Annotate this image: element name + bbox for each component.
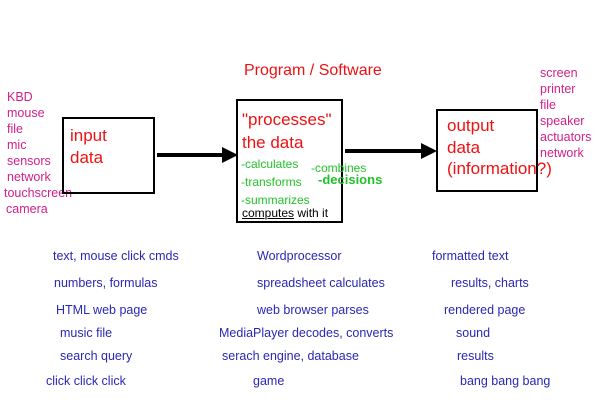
diagram-title: Program / Software [244, 62, 382, 79]
example-output: bang bang bang [460, 374, 551, 388]
input-device-list: KBD mouse file mic sensors network touch… [4, 89, 72, 217]
output-box-line2: data [447, 138, 481, 157]
output-device-item: screen [540, 66, 578, 80]
input-device-item: mouse [7, 106, 45, 120]
input-device-item: touchscreen [4, 186, 73, 200]
example-input: music file [60, 326, 113, 340]
example-process: web browser parses [257, 303, 369, 317]
example-process: spreadsheet calculates [257, 276, 385, 290]
input-device-item: KBD [7, 90, 33, 104]
process-box-line2: the data [242, 133, 304, 152]
example-process: serach engine, database [222, 349, 359, 363]
input-data-box: input data [62, 117, 155, 194]
arrow-input-to-process [157, 147, 238, 163]
example-output: results, charts [451, 276, 529, 290]
process-verb-item: -transforms [241, 175, 302, 189]
arrow-process-to-output [345, 143, 437, 159]
process-verb-item: -summarizes [241, 193, 310, 207]
example-input: numbers, formulas [54, 276, 158, 290]
input-device-item: camera [6, 202, 48, 216]
process-box: "processes" the data -calculates -transf… [236, 99, 343, 223]
example-output: sound [456, 326, 491, 340]
example-output: formatted text [432, 249, 509, 263]
output-device-item: printer [540, 82, 576, 96]
input-device-item: sensors [7, 154, 51, 168]
example-input: click click click [46, 374, 126, 388]
example-process: Wordprocessor [257, 249, 342, 263]
output-box-line3: (information?) [447, 159, 552, 178]
example-input: HTML web page [56, 303, 148, 317]
input-box-line2: data [70, 148, 104, 167]
computes-rest: with it [294, 206, 329, 220]
output-device-item: network [540, 146, 584, 160]
example-output: results [457, 349, 494, 363]
process-verb-list: -calculates -transforms -summarizes [241, 155, 310, 209]
output-box-line1: output [447, 116, 495, 135]
output-device-item: speaker [540, 114, 585, 128]
output-device-item: actuators [540, 130, 592, 144]
output-data-box: output data (information?) [436, 109, 552, 192]
input-device-item: network [7, 170, 51, 184]
output-device-list: screen printer file speaker actuators ne… [540, 65, 591, 161]
combines-label: -combines [311, 161, 367, 175]
input-box-line1: input [70, 126, 107, 145]
decisions-label: -decisions [318, 172, 383, 187]
process-verb-item: -calculates [241, 157, 299, 171]
process-box-line1: "processes" [242, 110, 332, 129]
example-process: game [253, 374, 285, 388]
input-device-item: file [7, 122, 23, 136]
example-output: rendered page [444, 303, 526, 317]
computes-line: computes with it [242, 206, 328, 220]
input-device-item: mic [7, 138, 27, 152]
output-device-item: file [540, 98, 556, 112]
computes-word: computes [242, 206, 295, 220]
example-input: text, mouse click cmds [53, 249, 179, 263]
example-input: search query [60, 349, 133, 363]
example-process: MediaPlayer decodes, converts [219, 326, 394, 340]
